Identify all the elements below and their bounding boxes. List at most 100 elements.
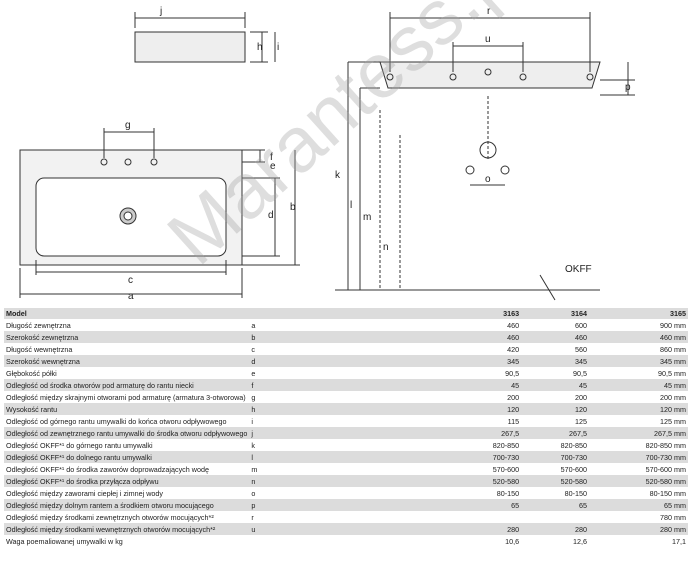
row-key: g xyxy=(251,392,256,402)
table-row: Odległość między zaworami ciepłej i zimn… xyxy=(4,487,688,499)
row-value: 200 xyxy=(574,392,587,402)
row-label: Szerokość zewnętrzna xyxy=(6,332,79,342)
row-label: Wysokość rantu xyxy=(6,404,58,414)
row-value: 570-600 mm xyxy=(645,464,686,474)
row-value: 80-150 xyxy=(496,488,520,498)
row-label: Odległość OKFF*¹ do górnego rantu umywal… xyxy=(6,440,153,450)
row-value: 700-730 xyxy=(492,452,520,462)
row-label: Odległość OKFF*¹ do środka zaworów dopro… xyxy=(6,464,209,474)
row-key xyxy=(249,535,453,547)
row-value: 125 xyxy=(574,416,587,426)
table-row: Odległość między skrajnymi otworami pod … xyxy=(4,391,688,403)
row-value: 520-580 xyxy=(492,476,520,486)
row-label: Odległość OKFF*¹ do dolnego rantu umywal… xyxy=(6,452,152,462)
dim-j: j xyxy=(159,6,162,17)
row-value: 860 mm xyxy=(660,344,686,354)
row-value: 115 xyxy=(507,416,520,426)
row-value: 600 xyxy=(574,320,587,330)
table-row: Odległość między dolnym rantem a środkie… xyxy=(4,499,688,511)
row-value: 12,6 xyxy=(572,536,587,546)
table-header: Model 3163 3164 3165 xyxy=(4,308,688,319)
row-value: 570-600 xyxy=(492,464,520,474)
side-view xyxy=(134,31,246,63)
row-label: Szerokość wewnętrzna xyxy=(6,356,80,366)
row-label: Odległość między dolnym rantem a środkie… xyxy=(6,500,214,510)
table-row: Szerokość wewnętrzna d 345 345 345 mm xyxy=(4,355,688,367)
row-key: m xyxy=(251,464,258,474)
table-row: Odległość od zewnętrznego rantu umywalki… xyxy=(4,427,688,439)
dim-k: k xyxy=(335,170,341,181)
row-value: 820-850 mm xyxy=(645,440,686,450)
row-value: 45 xyxy=(578,380,587,390)
row-value: 570-600 xyxy=(560,464,587,474)
header-label: Model xyxy=(6,309,27,318)
dim-u: u xyxy=(485,34,491,45)
row-value: 780 mm xyxy=(660,512,686,522)
row-value: 267,5 mm xyxy=(654,428,686,438)
row-value: 267,5 xyxy=(501,428,520,438)
row-value xyxy=(453,511,521,523)
row-value: 90,5 xyxy=(505,368,520,378)
row-value: 280 xyxy=(507,524,520,534)
dim-n: n xyxy=(383,242,389,253)
row-key: d xyxy=(251,356,256,366)
row-label: Głębokość półki xyxy=(6,368,57,378)
dim-o: o xyxy=(485,174,491,185)
dim-l: l xyxy=(350,200,352,211)
row-value: 45 xyxy=(511,380,520,390)
table-row: Odległość OKFF*¹ do środka przyłącza odp… xyxy=(4,475,688,487)
row-value: 80-150 xyxy=(564,488,587,498)
row-value: 120 xyxy=(574,404,587,414)
dim-r: r xyxy=(487,6,491,17)
row-value: 120 xyxy=(507,404,520,414)
row-value: 345 mm xyxy=(660,356,686,366)
row-value: 280 mm xyxy=(660,524,686,534)
row-label: Odległość między skrajnymi otworami pod … xyxy=(6,392,246,402)
row-label: Odległość między środkami wewnętrznych o… xyxy=(6,524,216,534)
row-label: Odległość między zaworami ciepłej i zimn… xyxy=(6,488,163,498)
row-value: 900 mm xyxy=(660,320,686,330)
row-value: 460 mm xyxy=(660,332,686,342)
dim-g: g xyxy=(125,120,131,131)
row-key: o xyxy=(251,488,256,498)
dim-a: a xyxy=(128,291,134,302)
row-key: k xyxy=(251,440,255,450)
dim-d: d xyxy=(268,210,274,221)
row-value: 560 xyxy=(574,344,587,354)
table-row: Odległość między środkami zewnętrznych o… xyxy=(4,511,688,523)
table-row: Odległość między środkami wewnętrznych o… xyxy=(4,523,688,535)
row-value: 200 mm xyxy=(660,392,686,402)
row-value xyxy=(521,511,589,523)
row-value: 460 xyxy=(507,332,520,342)
row-key: n xyxy=(251,476,256,486)
row-value: 460 xyxy=(574,332,587,342)
row-label: Długość zewnętrzna xyxy=(6,320,71,330)
row-value: 700-730 xyxy=(560,452,587,462)
front-view xyxy=(379,61,601,89)
row-key: u xyxy=(251,524,256,534)
row-label: Odległość między środkami zewnętrznych o… xyxy=(6,512,214,522)
header-model: 3163 xyxy=(503,309,520,318)
technical-drawing: j h i r u p g f e d b c a k l m n o OKFF xyxy=(19,6,635,302)
row-value: 700-730 mm xyxy=(645,452,686,462)
table-row: Odległość OKFF*¹ do dolnego rantu umywal… xyxy=(4,451,688,463)
row-value: 90,5 xyxy=(572,368,587,378)
row-key: l xyxy=(251,452,253,462)
dim-b: b xyxy=(290,202,296,213)
row-value: 10,6 xyxy=(505,536,520,546)
row-value: 345 xyxy=(507,356,520,366)
table-row: Odległość OKFF*¹ do górnego rantu umywal… xyxy=(4,439,688,451)
row-value: 90,5 mm xyxy=(658,368,686,378)
dim-h: h xyxy=(257,42,263,53)
row-value: 345 xyxy=(574,356,587,366)
row-value: 267,5 xyxy=(568,428,587,438)
row-label: Odległość od zewnętrznego rantu umywalki… xyxy=(6,428,248,438)
row-value: 200 xyxy=(507,392,520,402)
row-value: 520-580 mm xyxy=(645,476,686,486)
dim-f: f xyxy=(270,152,273,163)
